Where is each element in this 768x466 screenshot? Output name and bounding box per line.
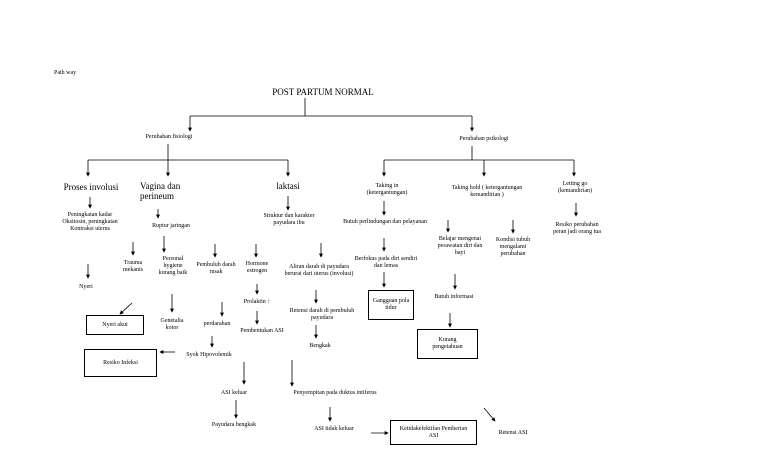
root-node: POST PARTUM NORMAL bbox=[272, 87, 374, 97]
diagnosis-gangguan-tidur: Gangguan pola tidur bbox=[368, 290, 414, 320]
node-butuh-informasi: Butuh informasi bbox=[434, 294, 474, 300]
node-syok-hipovolemik: Syok Hipovolemik bbox=[186, 352, 232, 358]
node-perdarahan: perdarahan bbox=[203, 321, 231, 327]
node-trauma-mekanis: Trauma mekanis bbox=[123, 260, 143, 273]
node-hormone-estrogen: Hormone estrogen bbox=[245, 261, 269, 274]
node-peningkatan-oksitosin: Peningkatan kadar Oksitosin, peningkatan… bbox=[62, 212, 118, 232]
node-ruptur-jaringan: Ruptur jaringan bbox=[152, 223, 190, 229]
node-berfokus-diri: Berfokus pada diri sendiri dan lemas bbox=[354, 256, 418, 269]
node-bengkak: Bengkak bbox=[309, 343, 331, 349]
node-kondisi-tubuh: Kondisi tubuh mengalami perubahan bbox=[495, 237, 531, 257]
node-laktasi: laktasi bbox=[276, 181, 300, 191]
node-pembentukan-asi: Pembentukan ASI bbox=[240, 328, 284, 334]
node-retensi-darah: Retensi darah di pembuluh payudara bbox=[289, 308, 355, 321]
node-vagina-perineum: Vagina dan perineum bbox=[140, 181, 181, 201]
node-letting-go: Letting go (kemandirian) bbox=[558, 181, 592, 194]
node-retensi-asi: Retensi ASI bbox=[498, 430, 528, 436]
node-pembuluh-rusak: Pembuluh darah rusak bbox=[196, 262, 236, 275]
diagnosis-risiko-infeksi: Resiko Infeksi bbox=[84, 349, 157, 377]
diagnosis-kurang-pengetahuan: Kurang pengetahuan bbox=[417, 329, 478, 359]
node-nyeri: Nyeri bbox=[79, 284, 93, 290]
node-proses-involusi: Proses involusi bbox=[63, 182, 119, 192]
node-aliran-darah: Aliran darah di payudara berurai dari ut… bbox=[284, 264, 354, 277]
node-payudara-bengkak: Payudara bengkak bbox=[211, 422, 257, 428]
page-label: Path way bbox=[54, 70, 77, 76]
node-asi-keluar: ASI keluar bbox=[220, 390, 248, 396]
node-personal-hygiene: Personal hygiene kurang baik bbox=[158, 256, 188, 276]
branch-psikologi: Perubahan psikologi bbox=[459, 136, 509, 142]
branch-fisiologi: Perubahan fisiologi bbox=[145, 134, 193, 140]
diagnosis-ketidakefektifan-asi: Ketidakefektifan Pemberian ASI bbox=[390, 420, 477, 445]
node-asi-tidak-keluar: ASI tidak keluar bbox=[314, 426, 354, 432]
node-butuh-perlindungan: Butuh perlindungan dan pelayanan bbox=[343, 219, 427, 225]
node-penyempitan-duktus: Penyempitan pada duktus intiferus bbox=[293, 390, 377, 396]
node-genetalia-kotor: Genetalia kotor bbox=[160, 318, 184, 331]
node-struktur-payudara: Struktur dan karakter payudara ibu bbox=[263, 213, 315, 226]
diagnosis-nyeri-akut: Nyeri akut bbox=[86, 315, 144, 335]
node-belajar-perawatan: Belajar mengenai perawatan diri dan bayi bbox=[437, 236, 483, 256]
node-risiko-perubahan-peran: Resiko perubahan peran jadi orang tua bbox=[553, 222, 601, 235]
node-taking-in: Taking in (ketergantungan) bbox=[366, 183, 408, 196]
node-taking-hold: Taking hold ( ketergantungan kemandirian… bbox=[451, 185, 523, 198]
node-prolaktin: Prolaktin ↑ bbox=[243, 299, 271, 305]
